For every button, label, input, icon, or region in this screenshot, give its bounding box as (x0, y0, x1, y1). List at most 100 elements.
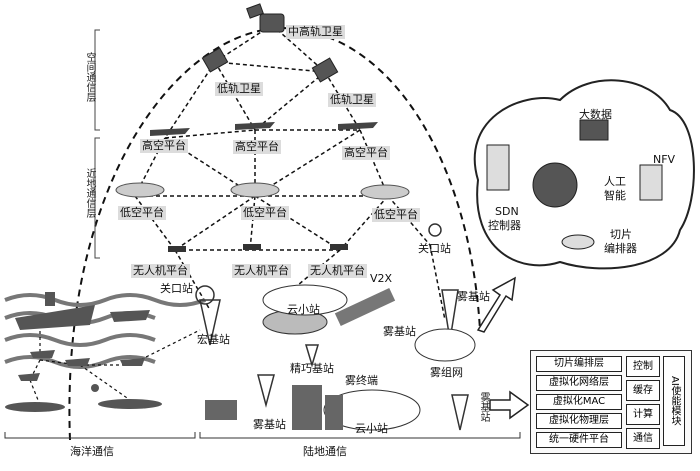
ground-infrastructure (195, 223, 469, 431)
ai-label-line1: 人工 (604, 175, 626, 188)
building-icon (292, 385, 322, 430)
uav-platforms (168, 244, 348, 252)
v2x-label: V2X (370, 272, 393, 285)
cloud-panel-icons (486, 119, 663, 250)
stack-layer-virtual-mac: 虚拟化MAC (536, 394, 622, 410)
fog-network-label: 雾组网 (430, 366, 463, 379)
drone-icon (243, 244, 261, 250)
fog-terminal-label: 雾终端 (345, 374, 378, 387)
sdn-label-line2: 控制器 (488, 219, 521, 232)
server-icon (639, 164, 663, 201)
low-altitude-platforms (115, 182, 410, 200)
building-icon (325, 395, 343, 430)
server-icon (486, 144, 510, 191)
stack-layer-virtual-network: 虚拟化网络层 (536, 375, 622, 391)
leo-satellite-label-left: 低轨卫星 (215, 82, 263, 96)
ship-icon (18, 373, 40, 381)
resource-column: 控制 缓存 计算 通信 (626, 356, 660, 452)
space-layer-bracket (94, 29, 100, 131)
high-altitude-platforms (150, 122, 378, 136)
ship-icon (120, 358, 145, 366)
pico-tower-icon (304, 344, 320, 368)
ai-label-line2: 智能 (604, 189, 626, 202)
satellites (201, 3, 339, 83)
ocean-bracket (4, 432, 196, 439)
macro-bs-label: 宏基站 (197, 333, 230, 346)
aircraft-icon (338, 122, 378, 130)
low-platform-label-2: 低空平台 (241, 206, 289, 220)
train-icon (334, 287, 396, 327)
protocol-stack: 切片编排层 虚拟化网络层 虚拟化MAC 虚拟化物理层 统一硬件平台 (536, 356, 622, 451)
ship-icon (30, 350, 55, 358)
leo-satellite-label-right: 低轨卫星 (328, 93, 376, 107)
router-icon (561, 234, 595, 250)
near-ground-layer-label: 近地通信层 (84, 168, 95, 218)
cloud-icon (262, 284, 348, 316)
satellite-icon (311, 57, 339, 83)
carrier-tower-icon (45, 292, 55, 306)
resource-compute: 计算 (626, 404, 660, 425)
fog-bs-label-top: 雾基站 (457, 290, 490, 303)
submarine-icon (98, 399, 162, 409)
airship-icon (115, 182, 165, 198)
ships (5, 292, 162, 412)
satellite-icon (259, 13, 285, 33)
airship-icon (230, 182, 280, 198)
ai-module: AI使能模块 (663, 356, 685, 446)
low-platform-label-3: 低空平台 (372, 208, 420, 222)
arrow-to-stack (489, 390, 530, 420)
cloud-icon (323, 389, 421, 431)
macro-tower-icon (199, 299, 221, 346)
uav-platform-label-1: 无人机平台 (131, 264, 190, 278)
high-platform-label-2: 高空平台 (233, 140, 281, 154)
ship-icon (110, 310, 150, 322)
arrow-to-cloud (476, 276, 516, 333)
pico-bs-label: 精巧基站 (290, 362, 334, 375)
stack-layer-slice: 切片编排层 (536, 356, 622, 372)
diver-icon (91, 384, 99, 392)
satellite-dish-icon (195, 285, 215, 305)
cloud-station-label-bottom: 云小站 (355, 422, 388, 435)
mid-high-satellite-label: 中高轨卫星 (286, 25, 345, 39)
resource-control: 控制 (626, 356, 660, 377)
nfv-label: NFV (653, 153, 676, 166)
slice-label-line2: 编排器 (604, 242, 637, 255)
drone-icon (168, 246, 186, 252)
drone-icon (330, 244, 348, 250)
fog-bs-label-mid: 雾基站 (383, 325, 416, 338)
stack-layer-virtual-phy: 虚拟化物理层 (536, 413, 622, 429)
satellite-dish-icon (428, 223, 442, 237)
brain-icon (532, 162, 578, 208)
fog-tower-icon (441, 289, 459, 341)
factory-icon (205, 400, 237, 420)
resource-cache: 缓存 (626, 380, 660, 401)
fog-network-icon (414, 328, 476, 362)
fog-tower-icon (257, 374, 275, 408)
buildings (205, 385, 343, 430)
resource-communication: 通信 (626, 428, 660, 449)
fog-bs-label-left: 雾基站 (253, 418, 286, 431)
big-data-label: 大数据 (579, 108, 612, 121)
submarine-icon (5, 402, 65, 412)
land-bracket (199, 432, 521, 439)
ocean-comm-label: 海洋通信 (70, 445, 114, 458)
land-comm-label: 陆地通信 (303, 445, 347, 458)
fog-tower-icon (451, 394, 469, 431)
cloud-panel-outline (473, 79, 695, 270)
high-platform-label-3: 高空平台 (342, 146, 390, 160)
aircraft-carrier-icon (15, 305, 95, 330)
space-layer-label: 空间通信层 (84, 52, 95, 102)
uav-platform-label-2: 无人机平台 (232, 264, 291, 278)
uav-platform-label-3: 无人机平台 (308, 264, 367, 278)
gateway-label-left: 关口站 (160, 282, 193, 295)
near-ground-layer-bracket (94, 137, 100, 259)
dome-outline (68, 26, 481, 441)
database-icon (579, 119, 609, 141)
cloud-station-label-top: 云小站 (287, 303, 320, 316)
fog-bs-label-right: 雾基站 (478, 392, 489, 422)
ship-icon (65, 358, 90, 366)
low-platform-label-1: 低空平台 (118, 206, 166, 220)
aircraft-icon (235, 122, 275, 130)
sdn-label-line1: SDN (495, 205, 519, 218)
